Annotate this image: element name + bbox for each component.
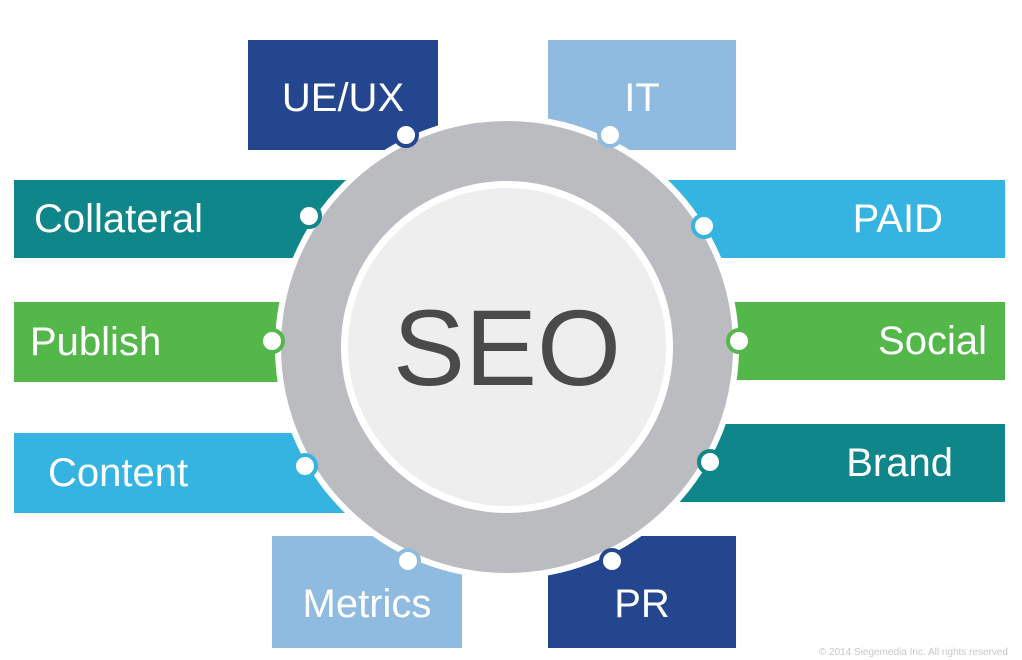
connector-dot-it [597,122,623,148]
inner-circle [341,181,673,513]
connector-dot-paid [691,213,717,239]
node-brand-label: Brand [846,441,953,485]
node-content-label: Content [48,451,189,495]
node-ueux-label: UE/UX [281,76,405,120]
node-metrics: Metrics [272,536,462,648]
node-publish-label: Publish [30,320,162,364]
center-label: SEO [392,286,622,408]
node-paid-label: PAID [852,197,943,241]
connector-dot-social [726,328,752,354]
node-pr-label: PR [614,582,670,626]
connector-dot-ueux [393,122,419,148]
connector-dot-metrics [395,548,421,574]
copyright-text: © 2014 Siegemedia Inc. All rights reserv… [818,647,1008,658]
connector-dot-collateral [296,203,322,229]
node-ueux: UE/UX [248,40,438,150]
node-metrics-label: Metrics [302,582,432,626]
connector-dot-brand [697,449,723,475]
node-collateral-label: Collateral [34,197,203,241]
node-social-label: Social [878,319,987,363]
node-it-label: IT [624,76,660,120]
connector-dot-pr [599,548,625,574]
connector-dot-publish [259,328,285,354]
connector-dot-content [292,453,318,479]
